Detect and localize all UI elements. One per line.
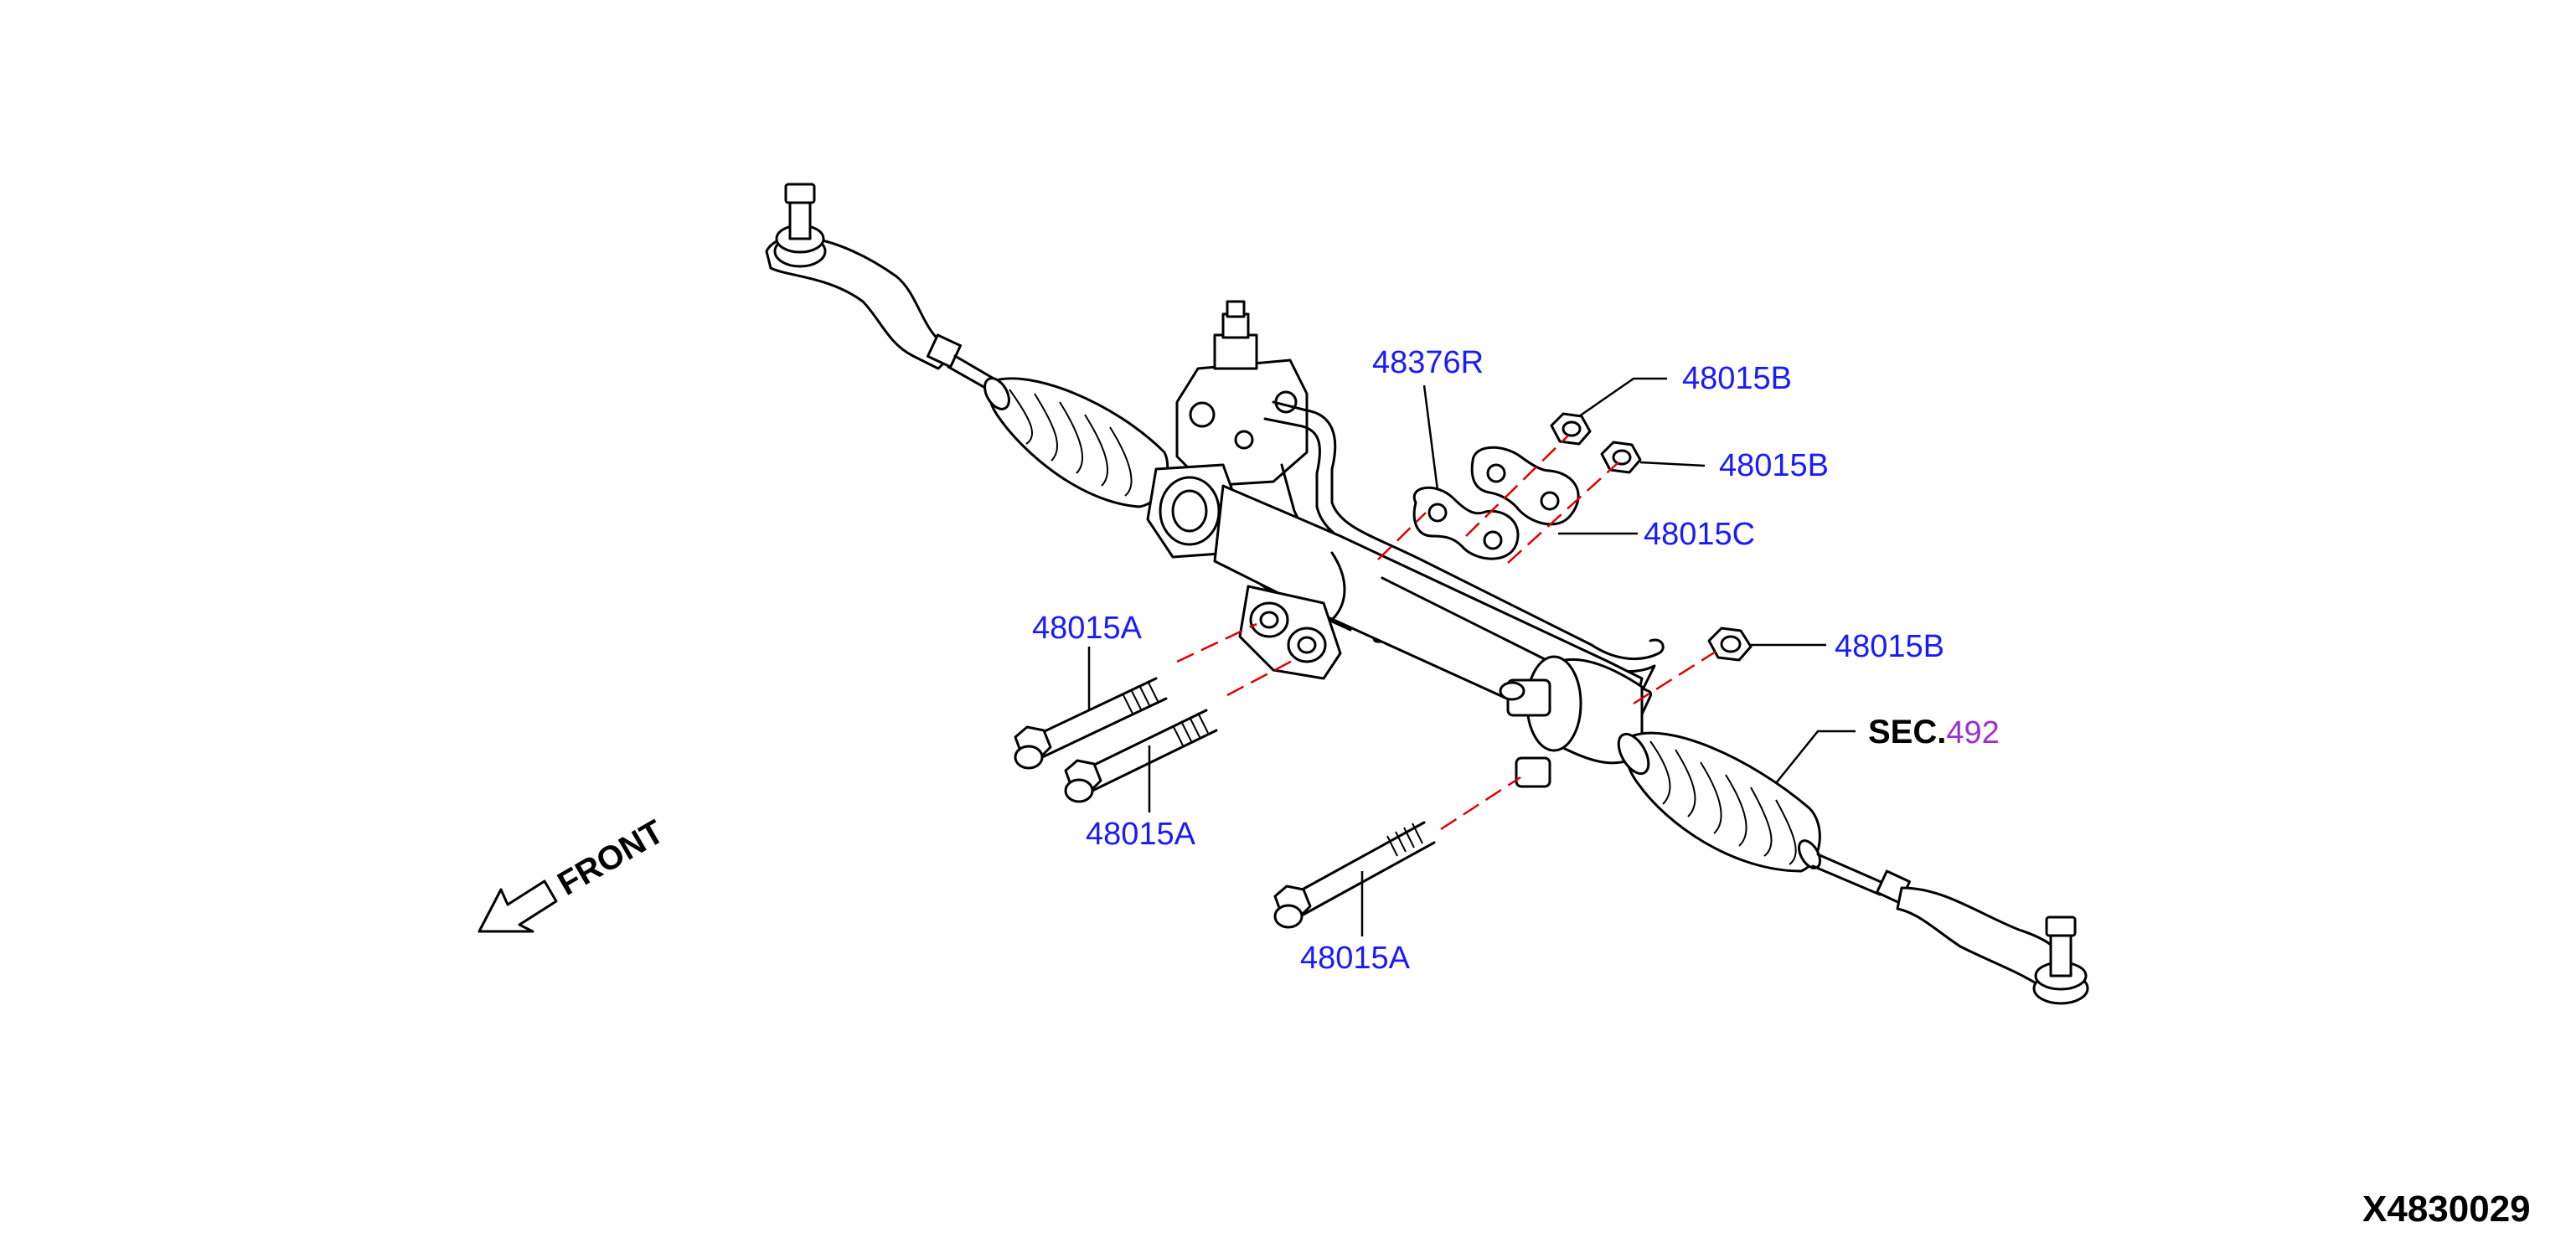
diagram-code: X4830029 [2362, 1189, 2531, 1230]
nut-48015b-right [1707, 627, 1753, 662]
left-boot [983, 377, 1169, 508]
plate-48015c [1470, 446, 1580, 526]
sec-number[interactable]: 492 [1946, 715, 1999, 750]
sec-prefix: SEC. [1868, 714, 1946, 750]
callout-bolt-bottom: 48015A [1300, 941, 1411, 976]
callout-nut-top: 48015B [1682, 361, 1792, 396]
left-tie-rod-end [765, 183, 1007, 397]
nut-48015b-top [1550, 412, 1592, 446]
front-arrow-icon [478, 879, 558, 933]
callout-bolt-upper: 48015A [1032, 611, 1143, 646]
front-indicator: FRONT [478, 813, 670, 933]
front-label: FRONT [552, 813, 670, 903]
rack-housing [1213, 484, 1644, 788]
right-boot [1617, 731, 1821, 873]
gasket-48376r [1412, 486, 1520, 560]
pinion-housing [1146, 300, 1309, 559]
nut-48015b-mid [1600, 441, 1642, 474]
callout-plate: 48015C [1644, 517, 1755, 552]
alignment-lines [1176, 435, 1716, 831]
callout-nut-right: 48015B [1835, 629, 1944, 664]
callout-nut-mid: 48015B [1719, 448, 1829, 483]
sec-reference[interactable]: SEC.492 [1868, 714, 2000, 750]
bolt-48015a-upper [1014, 677, 1168, 770]
right-tie-rod-end [1811, 853, 2089, 1005]
callout-bolt-lower: 48015A [1086, 817, 1196, 852]
bolt-48015a-lower [1064, 709, 1218, 803]
leader-lines [1087, 377, 1856, 936]
callout-gasket: 48376R [1372, 345, 1484, 380]
bolt-48015a-bottom [1273, 821, 1436, 929]
